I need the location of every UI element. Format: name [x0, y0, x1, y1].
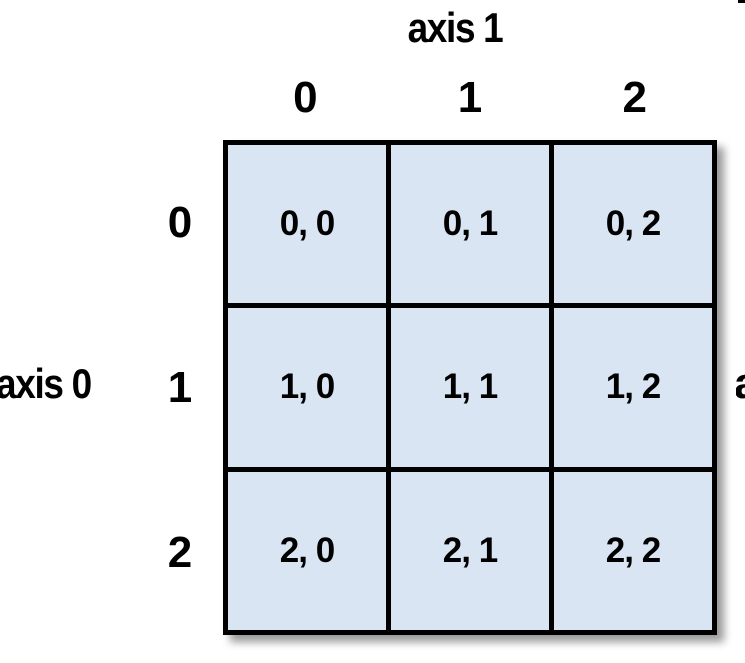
grid-cell-0-1: 0, 1 — [391, 145, 549, 304]
grid-cell-2-0: 2, 0 — [228, 471, 386, 630]
row-headers: 0 1 2 — [148, 140, 212, 635]
array-grid: 0, 0 0, 1 0, 2 1, 0 1, 1 1, 2 2, 0 2, 1 … — [223, 140, 717, 635]
grid-cell-0-0: 0, 0 — [228, 145, 386, 304]
row-header-2: 2 — [167, 527, 193, 577]
grid-cell-1-0: 1, 0 — [228, 308, 386, 467]
row-header-0: 0 — [167, 197, 193, 247]
grid-cell-1-1: 1, 1 — [391, 308, 549, 467]
row-header-1: 1 — [167, 362, 193, 412]
grid-cell-2-2: 2, 2 — [554, 471, 712, 630]
column-headers: 0 1 2 — [223, 70, 717, 126]
grid-cell-2-1: 2, 1 — [391, 471, 549, 630]
axis-0-label: axis 0 — [0, 360, 92, 407]
column-header-1: 1 — [457, 73, 483, 122]
grid-cell-0-2: 0, 2 — [554, 145, 712, 304]
column-header-0: 0 — [293, 73, 318, 122]
right-edge-partial-label: a — [736, 366, 745, 414]
grid-cell-1-2: 1, 2 — [554, 308, 712, 467]
partial-letter: a — [736, 366, 745, 408]
column-header-2: 2 — [622, 73, 647, 122]
axis-1-label: axis 1 — [407, 4, 504, 51]
top-right-crop-mark — [738, 0, 745, 3]
